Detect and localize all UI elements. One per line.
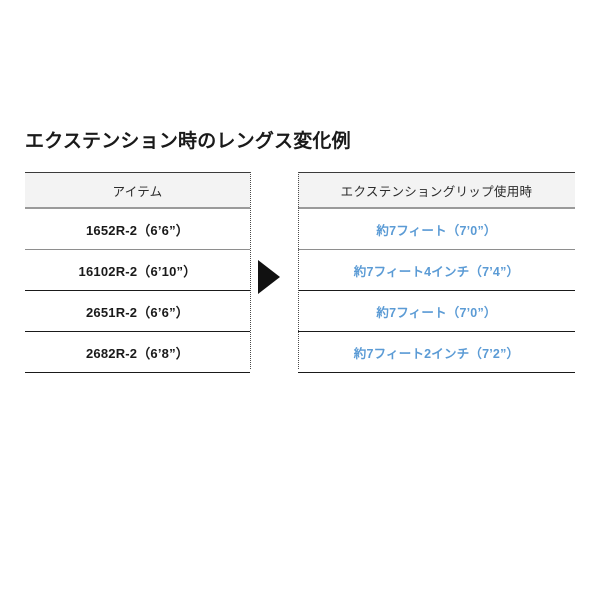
cell-gap [250, 331, 298, 373]
column-header-gap [250, 172, 298, 208]
table-row: 16102R-2（6’10”） 約7フィート4インチ（7’4”） [25, 249, 575, 291]
cell-extension-length: 約7フィート（7’0”） [298, 208, 575, 250]
table-header-row: アイテム エクステンショングリップ使用時 [25, 172, 575, 209]
table-row: 2682R-2（6’8”） 約7フィート2インチ（7’2”） [25, 331, 575, 373]
cell-item: 16102R-2（6’10”） [25, 249, 250, 291]
right-triangle-arrow-icon [258, 260, 280, 294]
length-comparison-table-container: アイテム エクステンショングリップ使用時 1652R-2（6’6”） 約7フィー… [25, 172, 575, 373]
length-comparison-table: アイテム エクステンショングリップ使用時 1652R-2（6’6”） 約7フィー… [25, 172, 575, 373]
cell-item: 2651R-2（6’6”） [25, 290, 250, 332]
cell-extension-length: 約7フィート4インチ（7’4”） [298, 249, 575, 291]
column-header-extension: エクステンショングリップ使用時 [298, 172, 575, 209]
page-title: エクステンション時のレングス変化例 [25, 131, 351, 152]
cell-gap [250, 290, 298, 332]
cell-item: 1652R-2（6’6”） [25, 208, 250, 250]
cell-item: 2682R-2（6’8”） [25, 331, 250, 373]
cell-extension-length: 約7フィート2インチ（7’2”） [298, 331, 575, 373]
column-header-item: アイテム [25, 172, 250, 209]
cell-gap [250, 208, 298, 250]
table-header: アイテム エクステンショングリップ使用時 [25, 172, 575, 209]
cell-extension-length: 約7フィート（7’0”） [298, 290, 575, 332]
table-row: 2651R-2（6’6”） 約7フィート（7’0”） [25, 290, 575, 332]
table-body: 1652R-2（6’6”） 約7フィート（7’0”） 16102R-2（6’10… [25, 208, 575, 373]
table-row: 1652R-2（6’6”） 約7フィート（7’0”） [25, 208, 575, 250]
